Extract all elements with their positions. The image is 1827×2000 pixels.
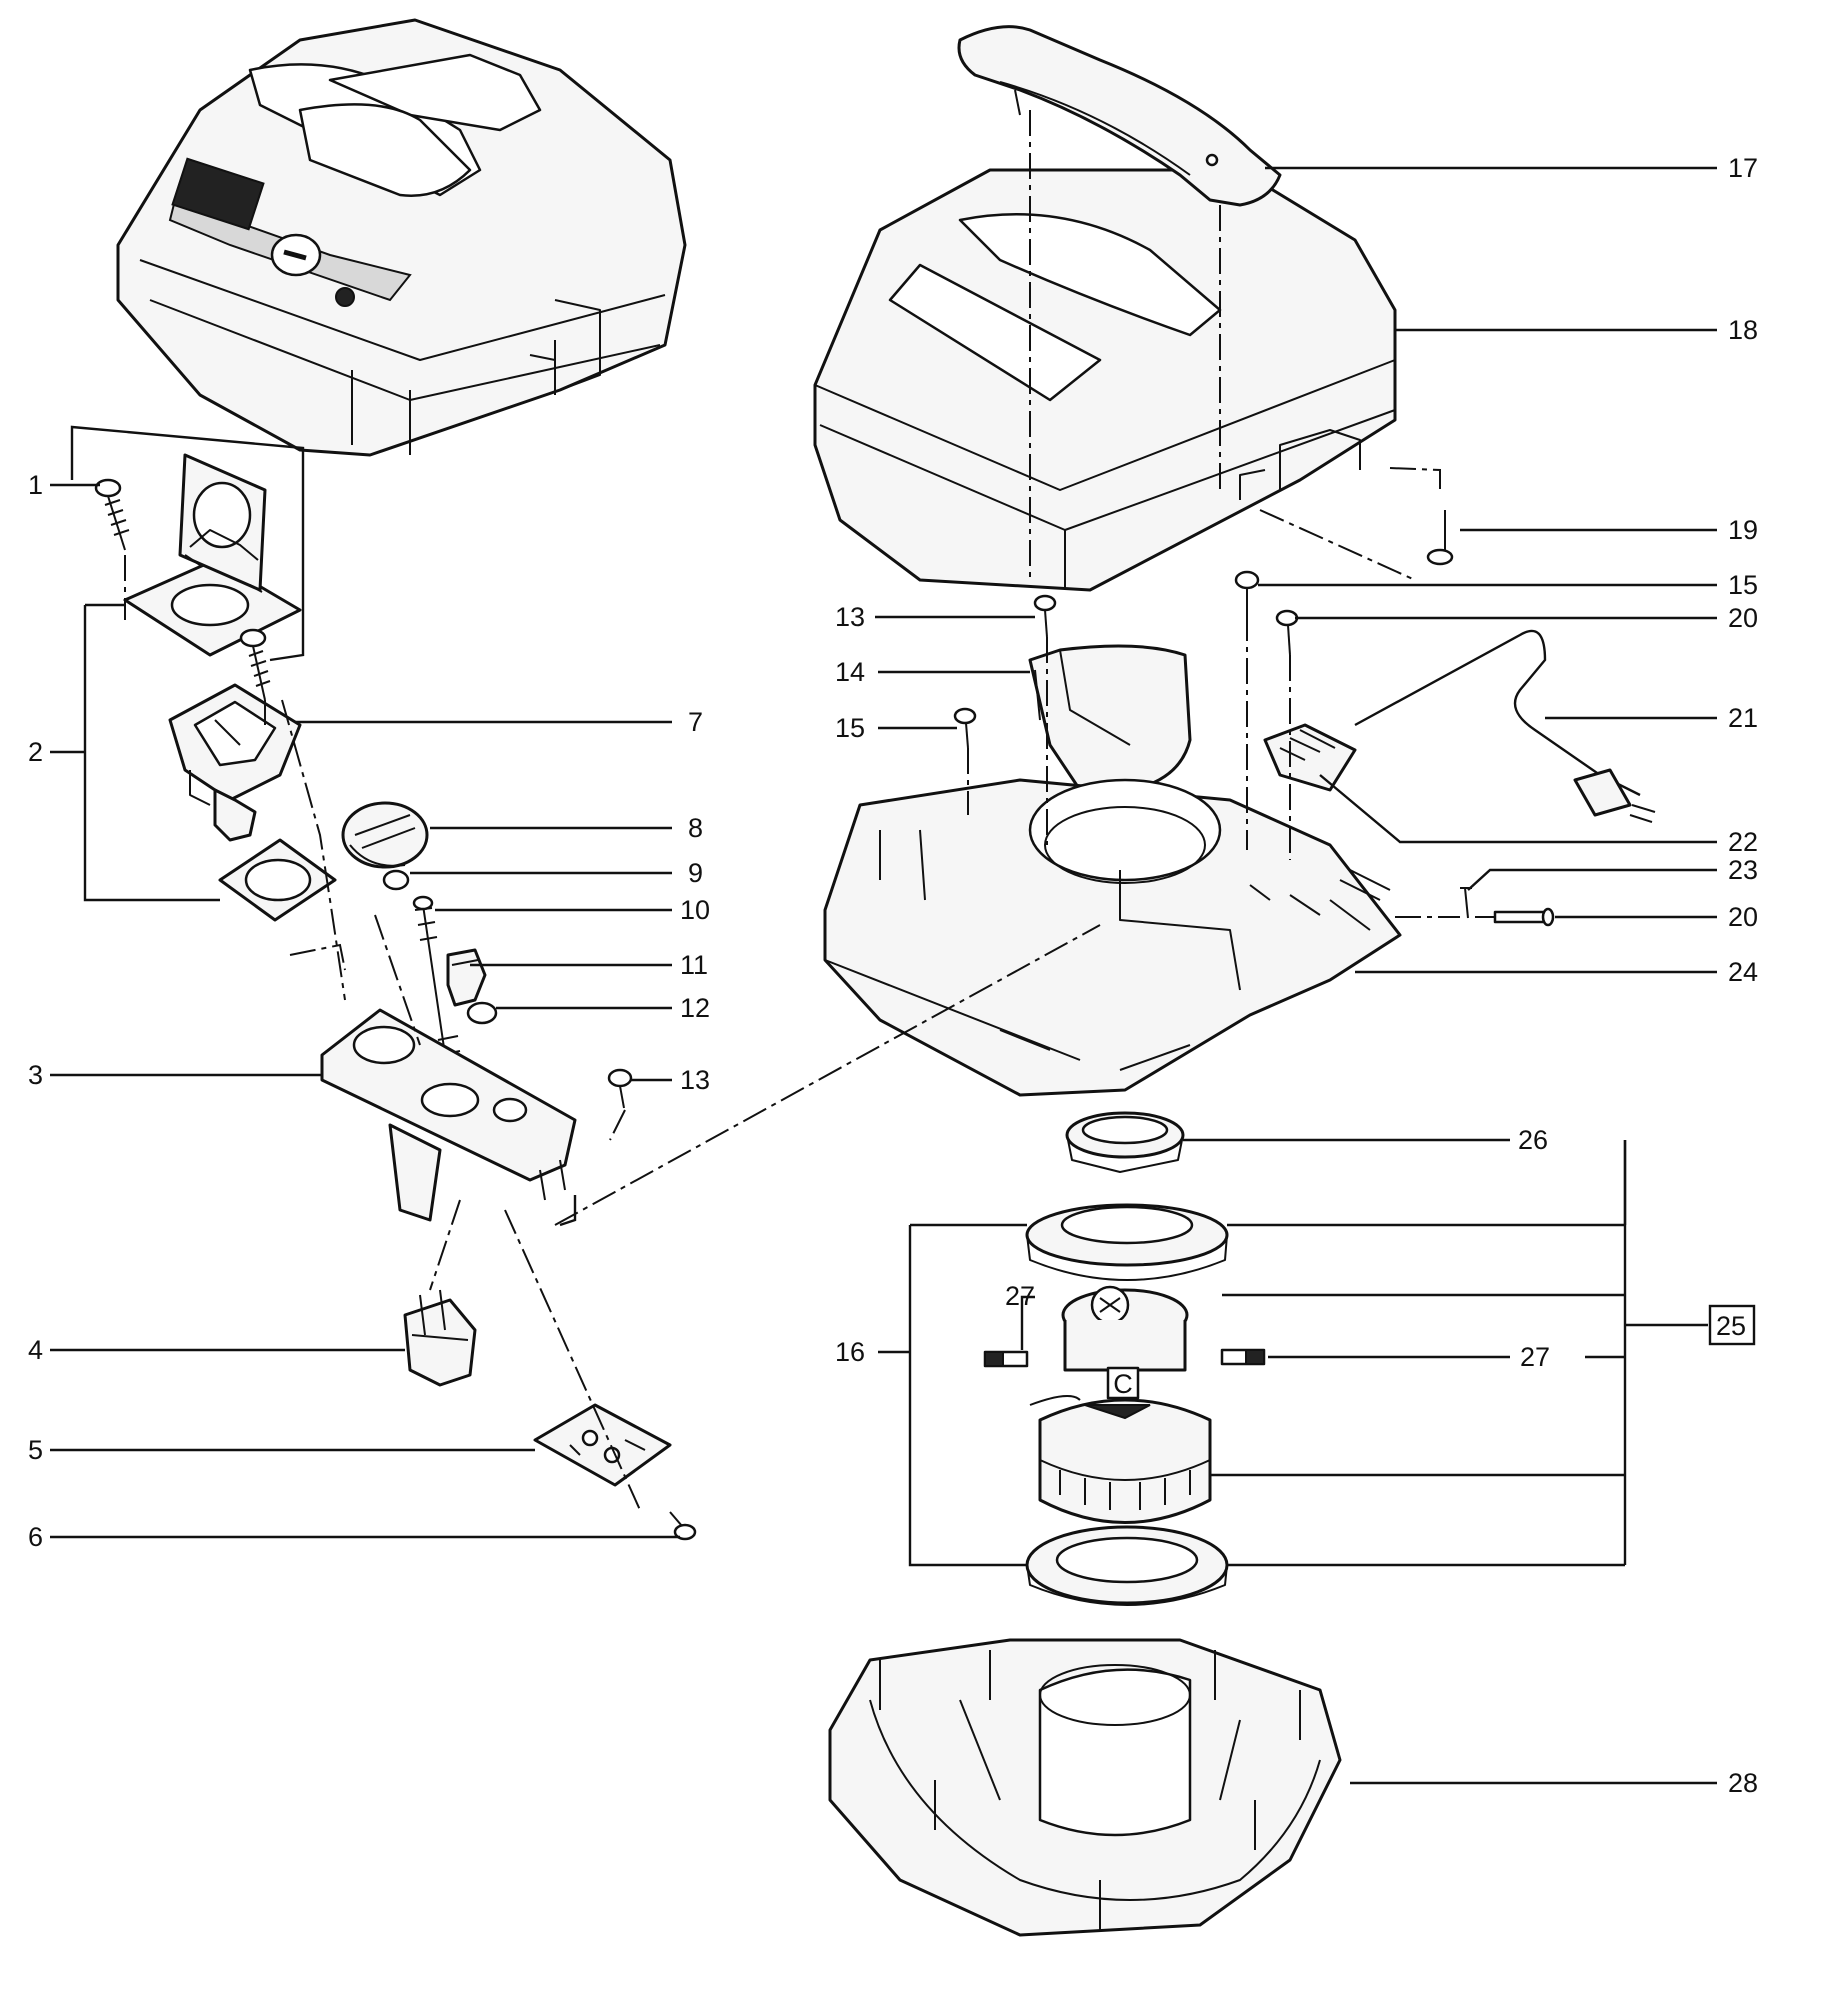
part-19-screw (1426, 510, 1454, 566)
part-23-clip (1460, 887, 1472, 919)
callout-16: 16 (835, 1337, 865, 1367)
part-15-screw-upper (1234, 570, 1260, 615)
callout-5: 5 (28, 1435, 43, 1465)
callout-3: 3 (28, 1060, 43, 1090)
part-17-handle (957, 25, 1282, 207)
callout-25: 25 (1716, 1311, 1746, 1341)
part-28-motor-housing (828, 1638, 1342, 1937)
part-4-terminal-block (403, 1289, 477, 1387)
callout-11: 11 (680, 950, 708, 980)
callout-1: 1 (28, 470, 43, 500)
callout-27-right: 27 (1520, 1342, 1550, 1372)
part-11-connector (446, 948, 487, 1007)
callout-12: 12 (680, 993, 710, 1023)
callout-10: 10 (680, 895, 710, 925)
part-24-chassis (823, 778, 1402, 1097)
part-20-screw-lower (1493, 907, 1555, 927)
part-12-ring (466, 1001, 498, 1025)
callout-28: 28 (1728, 1768, 1758, 1798)
part-9-o-ring (382, 869, 410, 891)
callout-23: 23 (1728, 855, 1758, 885)
callout-labels: 1 2 3 4 5 6 7 8 9 10 11 12 13 13 14 15 1… (28, 153, 1758, 1798)
part-2-gasket (218, 838, 337, 922)
callout-25-box (1708, 1304, 1756, 1346)
part-16-mount-ring-upper (1025, 1203, 1229, 1281)
part-18-lid-shell (813, 168, 1397, 592)
part-7-switch (168, 683, 302, 842)
callout-19: 19 (1728, 515, 1758, 545)
motor: C (1029, 1285, 1212, 1524)
assembly-lines (124, 110, 1495, 1511)
part-14-air-duct (1028, 644, 1192, 792)
part-27-carbon-brush-right (1220, 1348, 1266, 1366)
callout-14: 14 (835, 657, 865, 687)
part-22-terminal-strip (1263, 723, 1357, 792)
callout-24: 24 (1728, 957, 1758, 987)
callout-22: 22 (1728, 827, 1758, 857)
callout-15-lower: 15 (835, 713, 865, 743)
callout-2: 2 (28, 737, 43, 767)
callout-13-upper: 13 (835, 602, 865, 632)
callout-27-left: 27 (1005, 1281, 1035, 1311)
part-3-control-panel (320, 1008, 633, 1222)
part-27-carbon-brush-left (983, 1350, 1029, 1368)
callout-13-lower: 13 (680, 1065, 710, 1095)
part-8-knob (341, 801, 429, 869)
part-13-screw-upper (1033, 594, 1057, 638)
callout-15-upper: 15 (1728, 570, 1758, 600)
part-21-power-cord (1354, 629, 1656, 823)
motor-type-label: C (1113, 1369, 1133, 1399)
part-2-cover-plate (123, 453, 302, 657)
callout-21: 21 (1728, 703, 1758, 733)
callout-17: 17 (1728, 153, 1758, 183)
callout-8: 8 (688, 813, 703, 843)
part-26-top-ring (1065, 1111, 1185, 1173)
part-16-mount-ring-lower (1025, 1525, 1229, 1606)
part-15-screw-lower (953, 707, 977, 749)
callout-20-upper: 20 (1728, 603, 1758, 633)
callout-18: 18 (1728, 315, 1758, 345)
assembled-lid (116, 18, 687, 457)
leader-lines (50, 166, 1717, 1785)
callout-6: 6 (28, 1522, 43, 1552)
callout-7: 7 (688, 707, 703, 737)
callout-20-lower: 20 (1728, 902, 1758, 932)
part-5-circuit-board (533, 1403, 672, 1487)
callout-9: 9 (688, 858, 703, 888)
callout-26: 26 (1518, 1125, 1548, 1155)
callout-4: 4 (28, 1335, 43, 1365)
part-20-screw-upper (1275, 609, 1299, 656)
part-6-screw (669, 1511, 697, 1541)
part-1-screw (94, 478, 271, 701)
